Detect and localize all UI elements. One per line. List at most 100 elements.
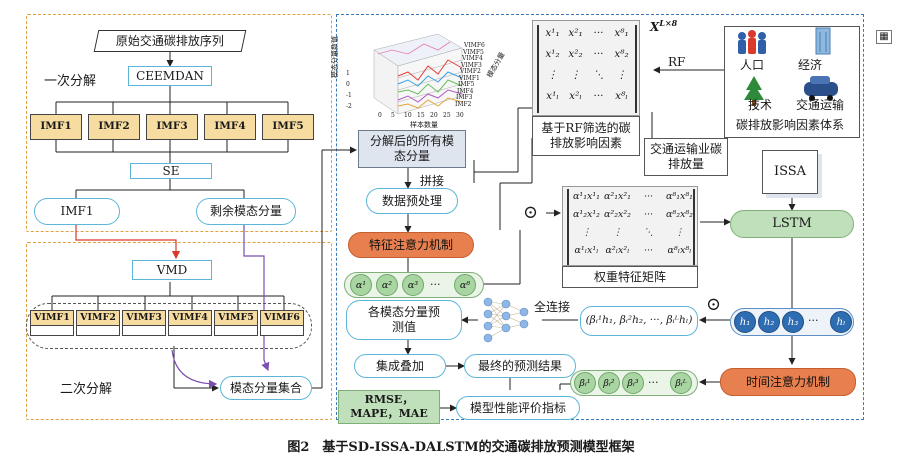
weighted-matrix-cell: α²ₗx²ₗ (605, 245, 630, 256)
matrix-x-cell: x¹ₗ (546, 90, 559, 102)
beta-ellipsis: ··· (648, 376, 659, 389)
plot-y-tick: -1 (346, 92, 352, 99)
factor-label: 经济 (798, 58, 823, 72)
weighted-matrix-caption: 权重特征矩阵 (562, 266, 698, 288)
matrix-x-cell: x²ₗ (569, 90, 582, 102)
odot-right: ⊙ (706, 294, 722, 315)
ceemdan-box: CEEMDAN (128, 66, 212, 86)
factor-label: 交通运输 (796, 98, 845, 112)
weighted-matrix-cell: α²₁x²₁ (603, 191, 631, 202)
vimf-base (76, 326, 120, 336)
imf-box: IMF5 (262, 114, 314, 140)
first-decomposition-region (26, 14, 332, 232)
plot-z-tick: VIMF4 (462, 55, 483, 62)
matrix-x-cell: x²₂ (568, 48, 583, 60)
odot-center: ⊙ (523, 202, 539, 223)
tree-icon (744, 76, 764, 106)
weighted-matrix-cell: ··· (643, 191, 654, 202)
vimf-base (214, 326, 258, 336)
weighted-matrix-cell: α²₂x²₂ (603, 209, 631, 220)
matrix-x-cell: x⁸ₗ (615, 90, 628, 102)
vimf-base (122, 326, 166, 336)
vimf-base (260, 326, 304, 336)
metrics-box: RMSE，MAPE，MAE (338, 390, 440, 424)
hidden-state-node: h₃ (782, 311, 804, 333)
plot-x-tick: 30 (456, 112, 464, 119)
vimf-box: VIMF5 (214, 310, 258, 326)
plot-z-tick: VIMF6 (464, 42, 485, 49)
prediction-region (336, 14, 864, 420)
vimf-box: VIMF1 (30, 310, 74, 326)
matrix-x-cell: ··· (593, 90, 604, 102)
matrix-x-cell: ⋮ (616, 69, 627, 81)
plot-z-tick: IMF3 (456, 94, 473, 101)
matrix-x-cell: x²₁ (568, 27, 583, 39)
plot-z-tick: VIMF5 (463, 48, 484, 56)
hidden-state-node: hₗ (830, 311, 852, 333)
weighted-matrix-cell: α¹₁x¹₁ (572, 191, 600, 202)
factor-label: 人口 (740, 58, 765, 72)
people-icon (738, 30, 766, 54)
imf-box: IMF2 (88, 114, 140, 140)
matrix-x-label: XL×8 (650, 18, 678, 34)
preprocess-node: 数据预处理 (366, 188, 458, 214)
final-result-node: 最终的预测结果 (464, 354, 576, 378)
surface-plot-graphic (373, 33, 463, 115)
vimf-group (26, 303, 312, 349)
plot-y-axis-label: 模态分量数值 (331, 36, 339, 78)
vimf-base (30, 326, 74, 336)
issa-box: ISSA (762, 150, 818, 194)
mode-prediction-node: 各模态分量预测值 (346, 300, 462, 340)
weighted-matrix-cell: ··· (643, 209, 654, 220)
evaluation-node: 模型性能评价指标 (456, 396, 580, 420)
matrix-x-cell: ⋱ (593, 69, 604, 81)
fc-label: 全连接 (534, 300, 571, 314)
weighted-matrix-cell: ··· (643, 245, 654, 256)
plot-x-tick: 5 (391, 112, 395, 119)
matrix-x-cell: x¹₂ (545, 48, 560, 60)
plot-y-tick: 0 (346, 81, 350, 88)
matrix-x-cell: x⁸₁ (614, 27, 629, 39)
plot-z-tick: IMF4 (457, 87, 474, 95)
weighted-sum-box: (βᵢ¹h₁, βᵢ²h₂, ···, βᵢᴸhₗ) (580, 306, 698, 336)
factor-label: 技术 (748, 98, 773, 112)
weighted-matrix-cell: ⋮ (612, 227, 623, 238)
matrix-x-cell: ··· (593, 48, 604, 60)
plot-z-tick: IMF2 (455, 100, 472, 108)
vimf-box: VIMF6 (260, 310, 304, 326)
vimf-box: VIMF2 (76, 310, 120, 326)
rf-factors-box: 基于RF筛选的碳排放影响因素 (532, 116, 640, 156)
plot-x-tick: 15 (417, 112, 425, 119)
weighted-matrix-cell: ⋮ (581, 227, 592, 238)
original-series-input: 原始交通碳排放序列 (93, 30, 247, 52)
plot-z-tick: VIMF3 (461, 61, 482, 69)
hidden-ellipsis: ··· (808, 314, 819, 327)
factors-caption: 碳排放影响因素体系 (736, 118, 845, 132)
weighted-matrix-cell: α⁸₁x⁸₁ (665, 191, 693, 202)
building-icon (815, 27, 831, 55)
first-decomposition-label: 一次分解 (44, 74, 97, 89)
weighted-matrix-cell: α⁸₂x⁸₂ (665, 209, 693, 220)
factor-icons (738, 27, 838, 106)
temporal-attention-node: 时间注意力机制 (720, 368, 856, 396)
weighted-matrix-cell: α¹ₗx¹ₗ (574, 245, 599, 256)
imf-box: IMF4 (204, 114, 256, 140)
imf-box: IMF3 (146, 114, 198, 140)
expand-icon[interactable]: ▦ (876, 30, 892, 44)
plot-z-tick: VIMF2 (460, 68, 481, 75)
car-icon (804, 76, 838, 101)
beta-node: βᵢᴸ (670, 372, 692, 394)
alpha-node: α² (376, 274, 398, 296)
beta-node: βᵢ¹ (574, 372, 596, 394)
alpha-ellipsis: ··· (430, 278, 441, 291)
matrix-x-cell: ⋮ (547, 69, 558, 81)
hidden-state-node: h₂ (758, 311, 780, 333)
transport-emission-box: 交通运输业碳排放量 (644, 138, 728, 176)
plot-x-axis-label: 样本数量 (410, 121, 438, 129)
rf-label: RF (668, 55, 686, 69)
se-box: SE (130, 163, 212, 179)
beta-node: βᵢ² (598, 372, 620, 394)
plot-y-tick: 1 (346, 70, 350, 77)
